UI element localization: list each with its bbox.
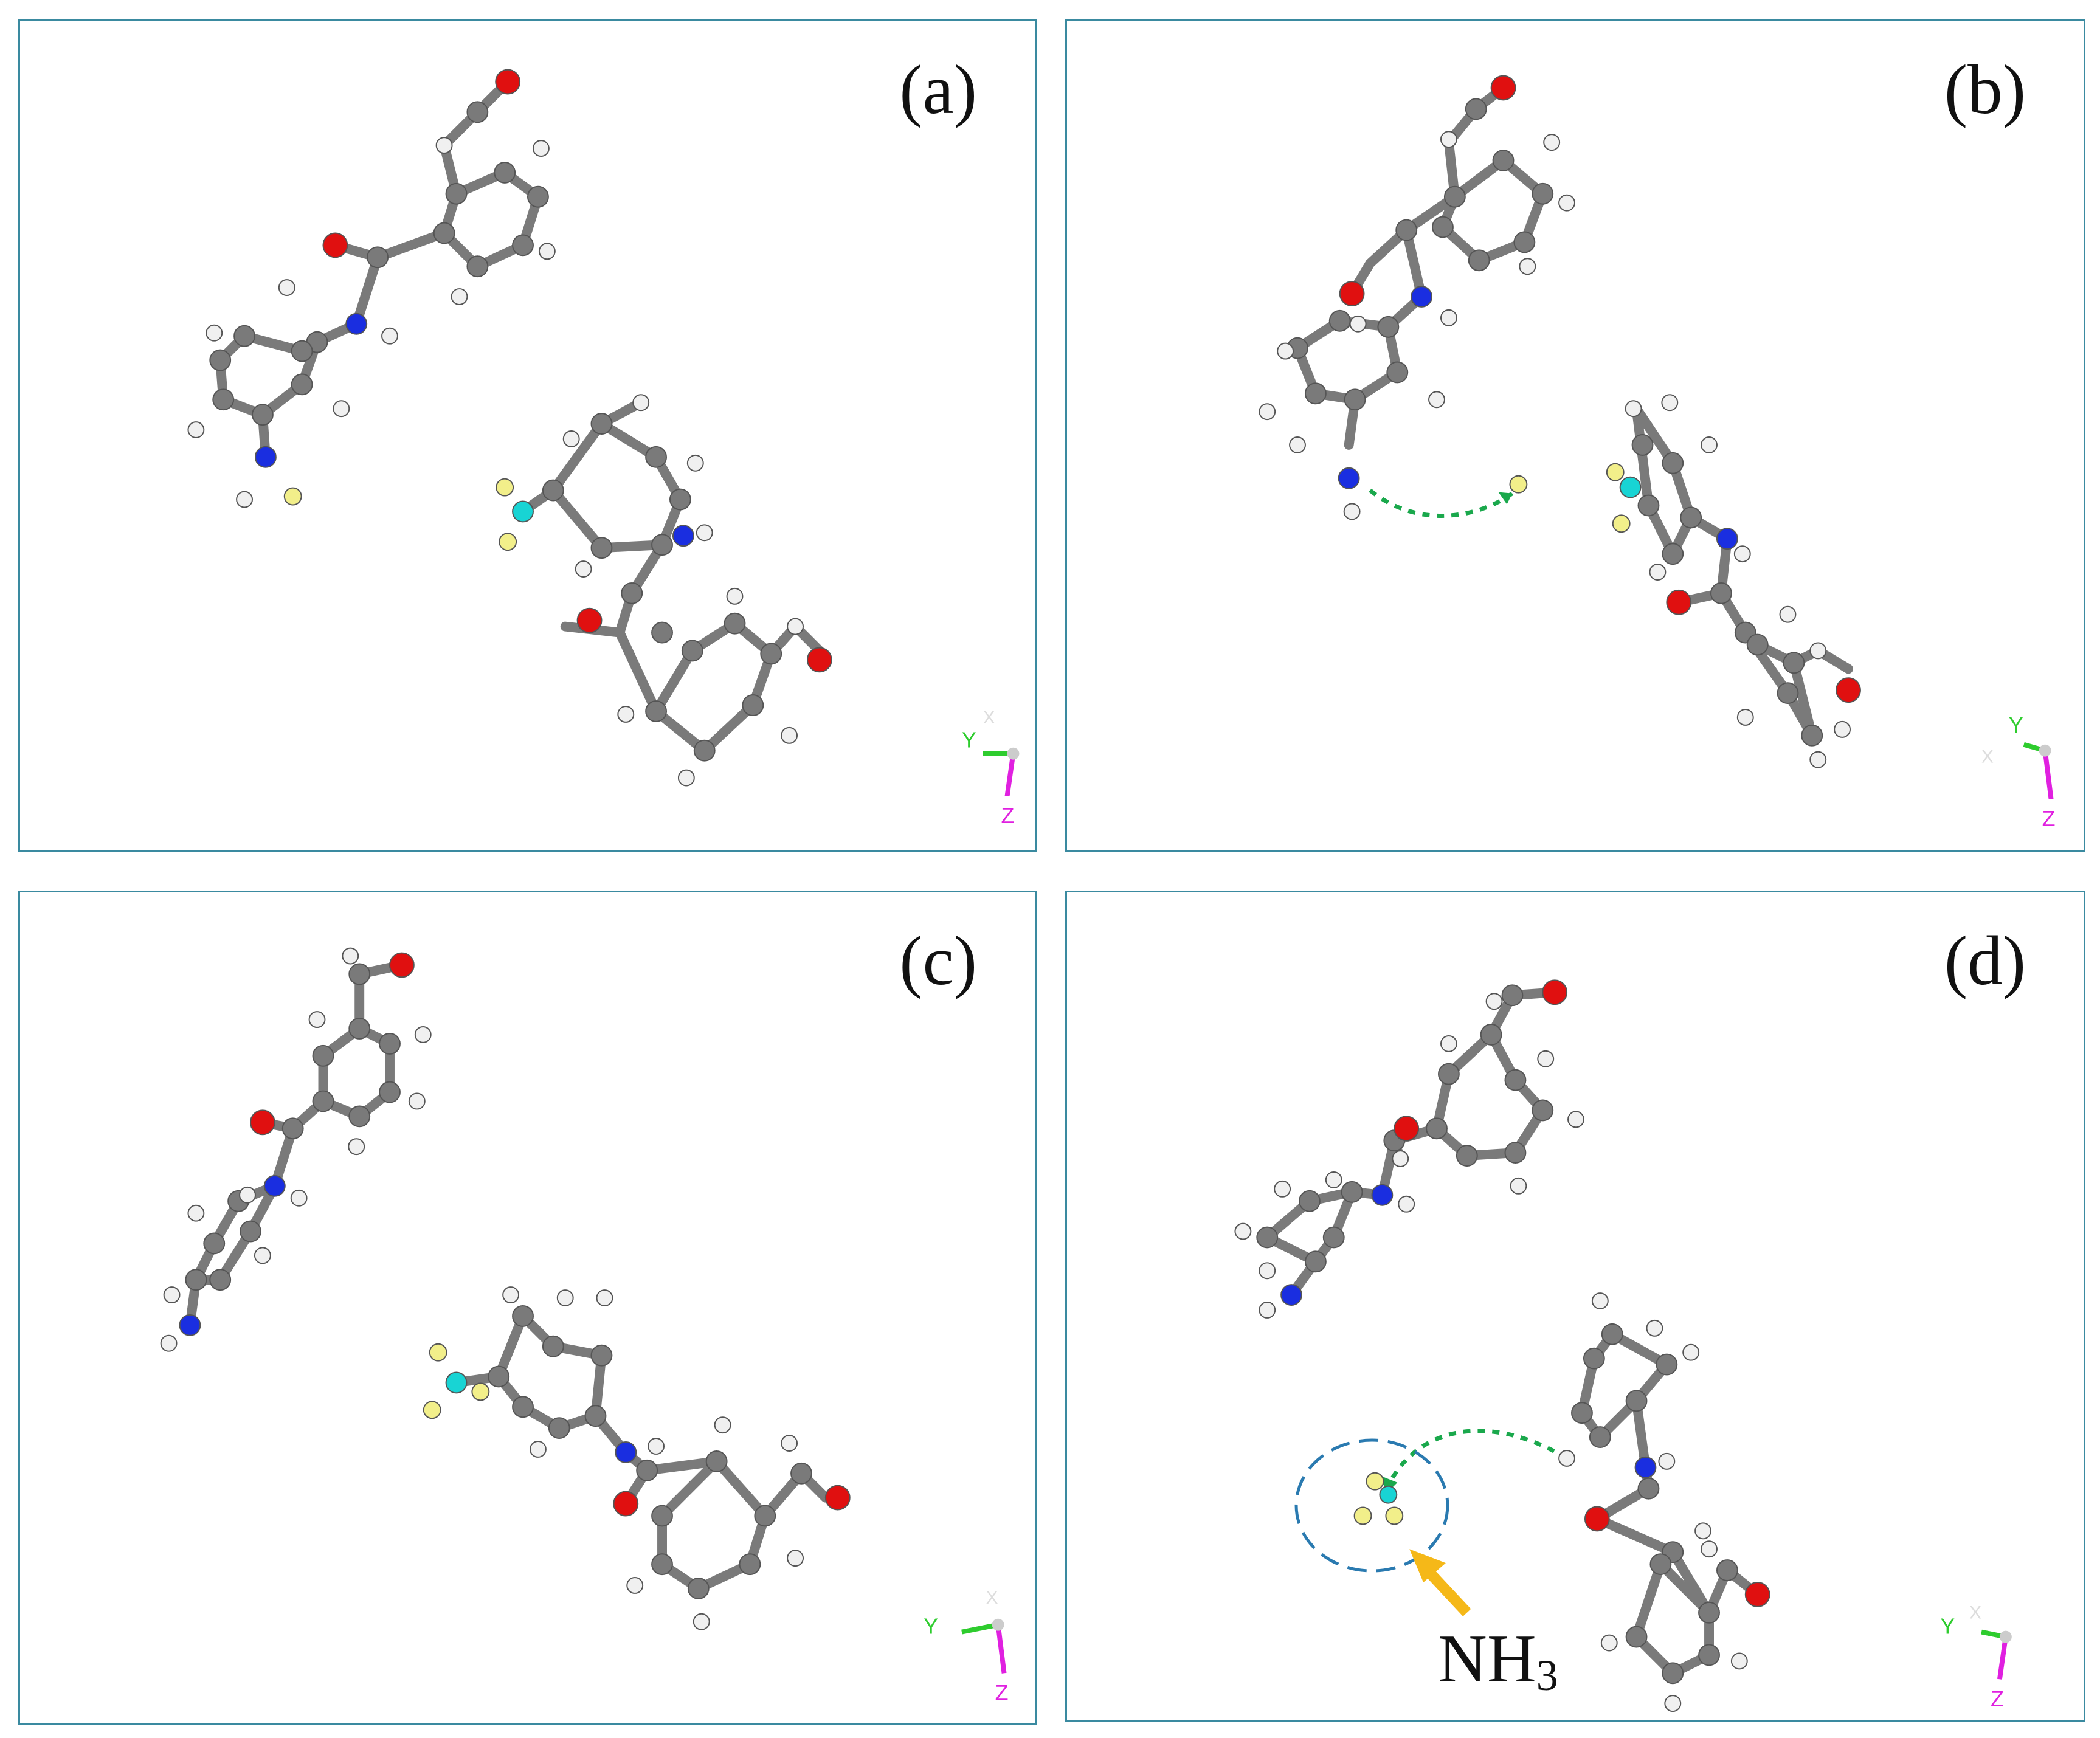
atoms [160, 947, 851, 1630]
atoms [187, 69, 832, 787]
panel-d: (d) NH3 [1065, 891, 2085, 1722]
axis-z-label: Z [1001, 804, 1015, 828]
atoms [1259, 75, 1861, 768]
axis-x-label: X [1969, 1603, 1981, 1623]
panel-b: (b) [1065, 19, 2085, 852]
transfer-path-arrow [1386, 1429, 1568, 1487]
axis-y-label: Y [962, 728, 976, 753]
axis-x-label: X [1981, 747, 1994, 767]
panel-a: (a) [18, 19, 1037, 852]
molecular-structure: Y Z X [1259, 75, 2056, 831]
axis-z-label: Z [1991, 1687, 2004, 1711]
axis-indicator: Y Z X [1940, 1603, 2012, 1711]
molecule-lower [518, 398, 831, 757]
molecular-structure: Y Z X [1234, 979, 2012, 1712]
panel-c: (c) [18, 891, 1037, 1725]
axis-x-label: X [983, 708, 995, 728]
axis-y-label: Y [924, 1615, 938, 1639]
axis-y-label: Y [1940, 1615, 1955, 1639]
axis-indicator: Y Z X [924, 1588, 1008, 1705]
axis-y-label: Y [2009, 713, 2023, 737]
panel-label: (c) [899, 922, 977, 999]
axis-indicator: Y Z X [962, 708, 1020, 828]
molecular-structure: Y Z X [160, 947, 1009, 1705]
nh3-annotation: NH3 [1438, 1621, 1558, 1700]
molecule-upper [215, 77, 544, 462]
axis-z-label: Z [2042, 807, 2056, 831]
atoms [1234, 979, 1770, 1712]
molecule-lower [451, 1311, 831, 1595]
molecule-upper [1291, 83, 1549, 450]
panel-label: (a) [899, 51, 977, 128]
nh3-highlight-circle [1294, 1438, 1449, 1573]
panel-label: (b) [1944, 51, 2026, 128]
axis-z-label: Z [995, 1681, 1009, 1705]
panel-label: (d) [1944, 922, 2026, 999]
molecule-lower [1577, 1329, 1763, 1680]
transfer-path-arrow [1369, 488, 1514, 518]
molecular-structure: Y Z X [187, 69, 1020, 828]
axis-indicator: Y Z X [1981, 713, 2055, 831]
axis-x-label: X [986, 1588, 998, 1608]
